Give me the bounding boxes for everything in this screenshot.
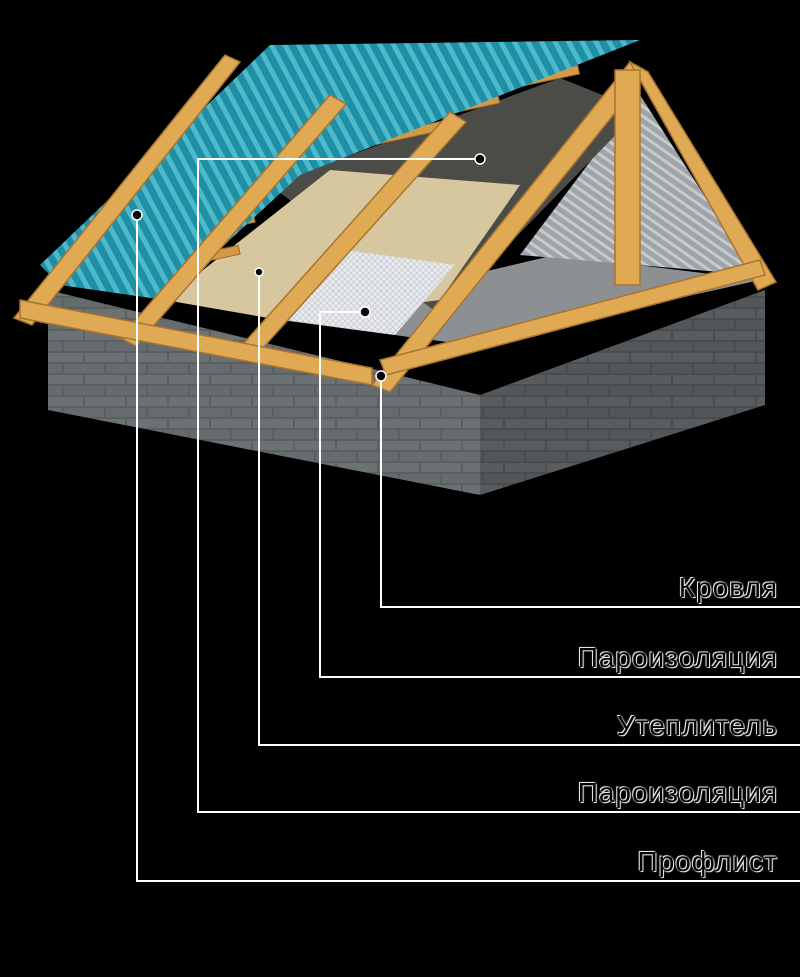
dot-rafter <box>375 370 387 382</box>
dot-vapor-barrier <box>359 306 371 318</box>
leader-lines <box>136 158 800 882</box>
label-rafter: Кровля <box>678 572 778 603</box>
leader-insulation <box>258 272 800 746</box>
dot-profile-sheet <box>131 209 143 221</box>
rafters <box>12 54 778 393</box>
wall-shade <box>480 290 765 495</box>
dot-insulation <box>254 267 264 277</box>
leader-dots <box>131 153 486 382</box>
leader-wind-barrier <box>197 158 800 813</box>
leader-vapor-barrier <box>319 311 800 678</box>
side-wall <box>480 290 765 495</box>
label-vapor-barrier: Пароизоляция <box>577 642 778 673</box>
dot-wind-barrier <box>474 153 486 165</box>
profile-sheet-layer <box>40 40 640 300</box>
leader-rafter <box>380 376 800 608</box>
leader-profile-sheet <box>136 215 800 882</box>
label-wind-barrier: Пароизоляция <box>577 777 778 808</box>
label-insulation: Утеплитель <box>616 710 778 741</box>
label-profile-sheet: Профлист <box>637 846 778 877</box>
